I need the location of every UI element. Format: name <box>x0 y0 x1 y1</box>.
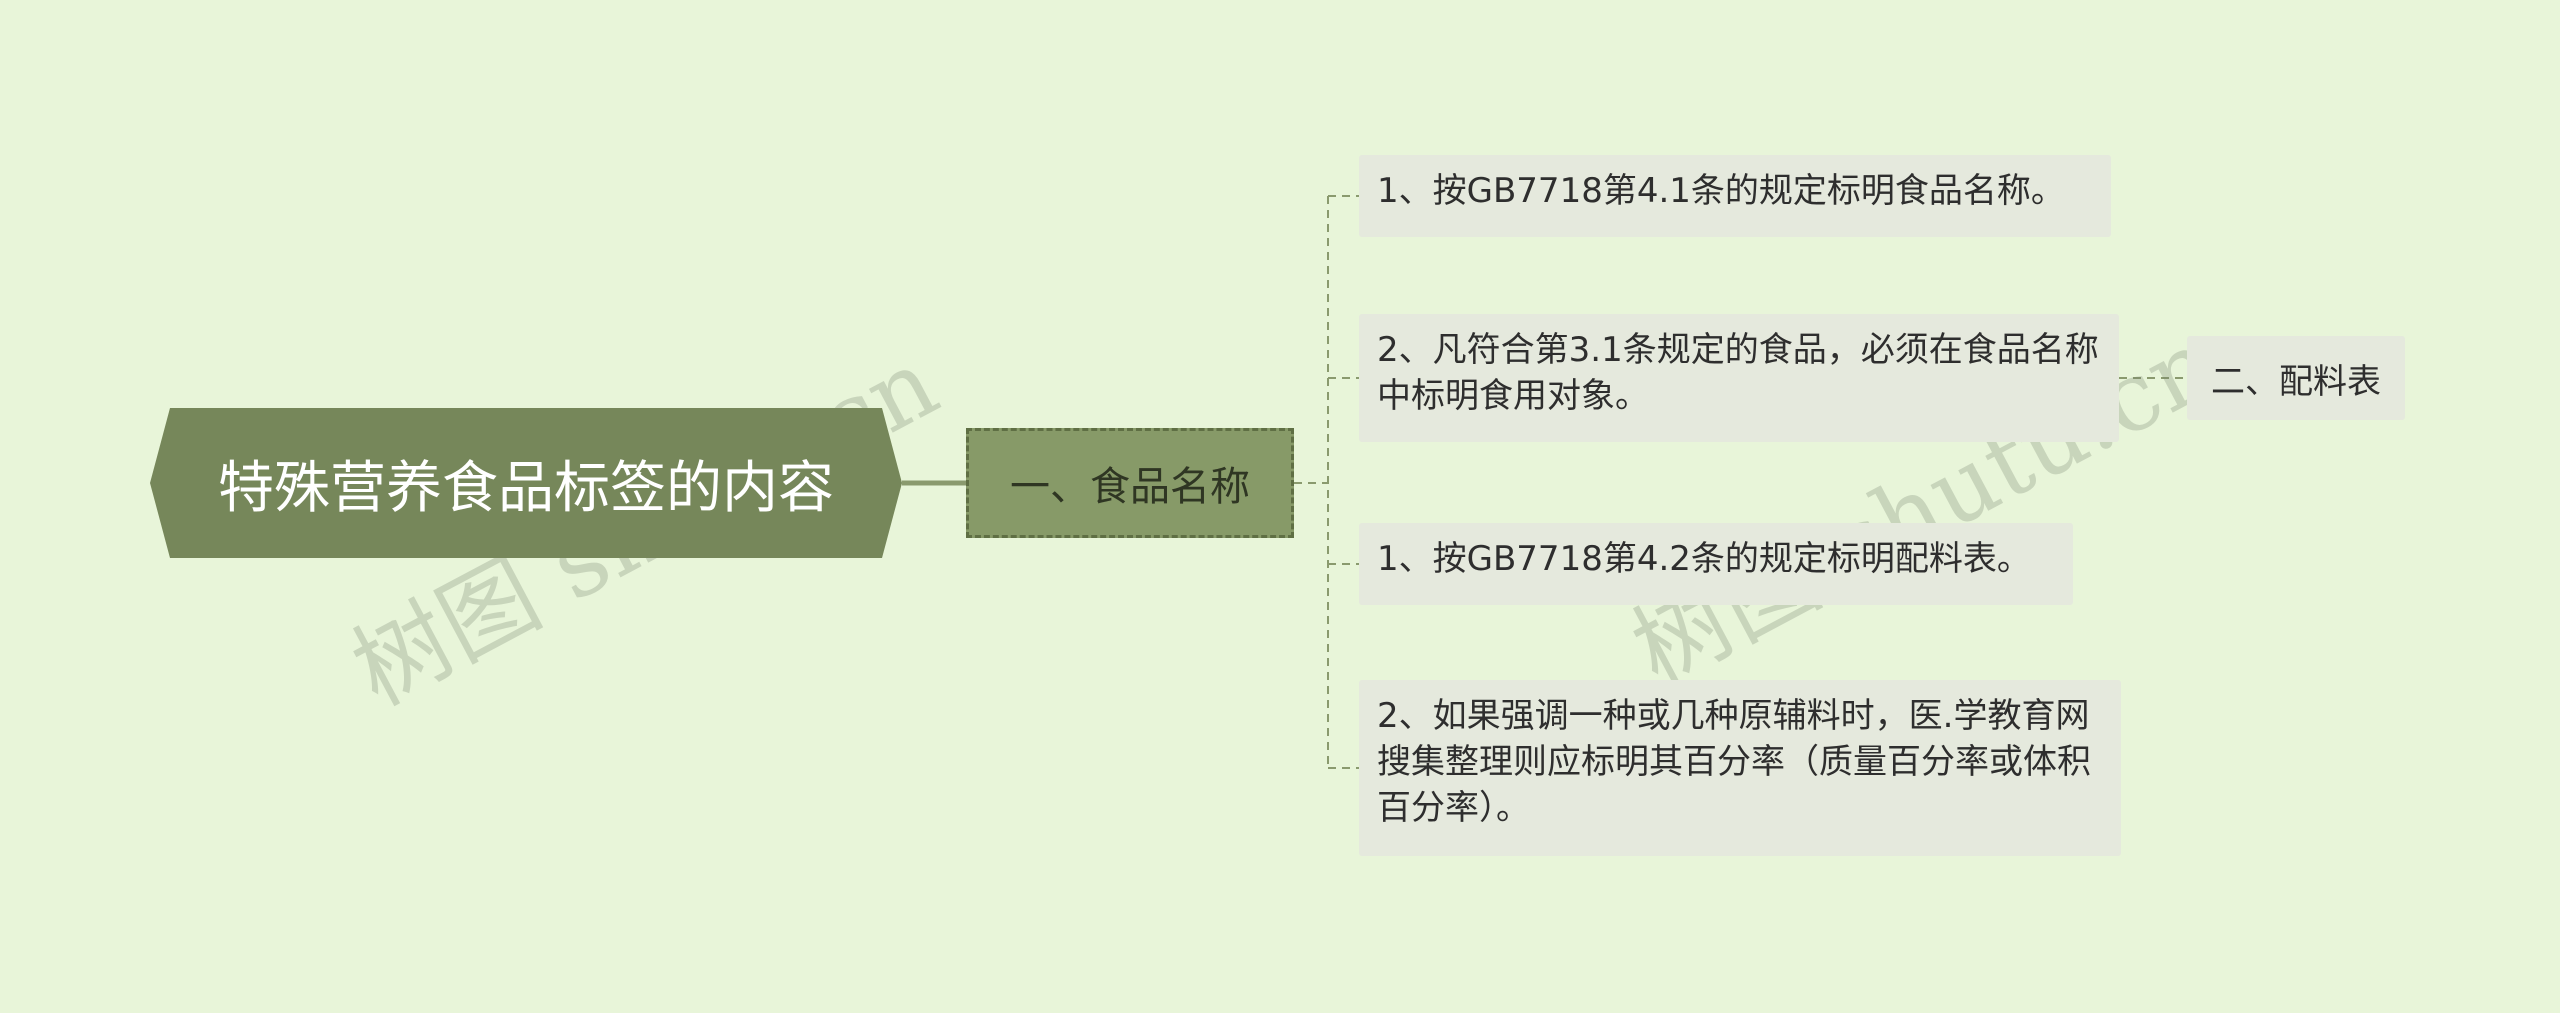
leaf-node-2[interactable]: 2、凡符合第3.1条规定的食品，必须在食品名称中标明食用对象。 <box>1359 314 2119 442</box>
root-node-label: 特殊营养食品标签的内容 <box>218 455 834 521</box>
leaf-node-text: 2、如果强调一种或几种原辅料时，医.学教育网搜集整理则应标明其百分率（质量百分率… <box>1377 696 2091 828</box>
branch-node-food-name[interactable]: 一、食品名称 <box>966 428 1294 538</box>
branch-node-label: 一、食品名称 <box>1010 464 1250 510</box>
sub-node-ingredients[interactable]: 二、配料表 <box>2187 336 2405 420</box>
sub-node-label: 二、配料表 <box>2211 361 2381 402</box>
leaf-node-text: 2、凡符合第3.1条规定的食品，必须在食品名称中标明食用对象。 <box>1377 330 2099 416</box>
leaf-node-1[interactable]: 1、按GB7718第4.1条的规定标明食品名称。 <box>1359 155 2111 237</box>
leaf-node-3[interactable]: 1、按GB7718第4.2条的规定标明配料表。 <box>1359 523 2073 605</box>
leaf-node-text: 1、按GB7718第4.2条的规定标明配料表。 <box>1377 539 2031 579</box>
leaf-node-text: 1、按GB7718第4.1条的规定标明食品名称。 <box>1377 171 2065 211</box>
root-node[interactable]: 特殊营养食品标签的内容 <box>150 408 902 558</box>
leaf-node-4[interactable]: 2、如果强调一种或几种原辅料时，医.学教育网搜集整理则应标明其百分率（质量百分率… <box>1359 680 2121 856</box>
